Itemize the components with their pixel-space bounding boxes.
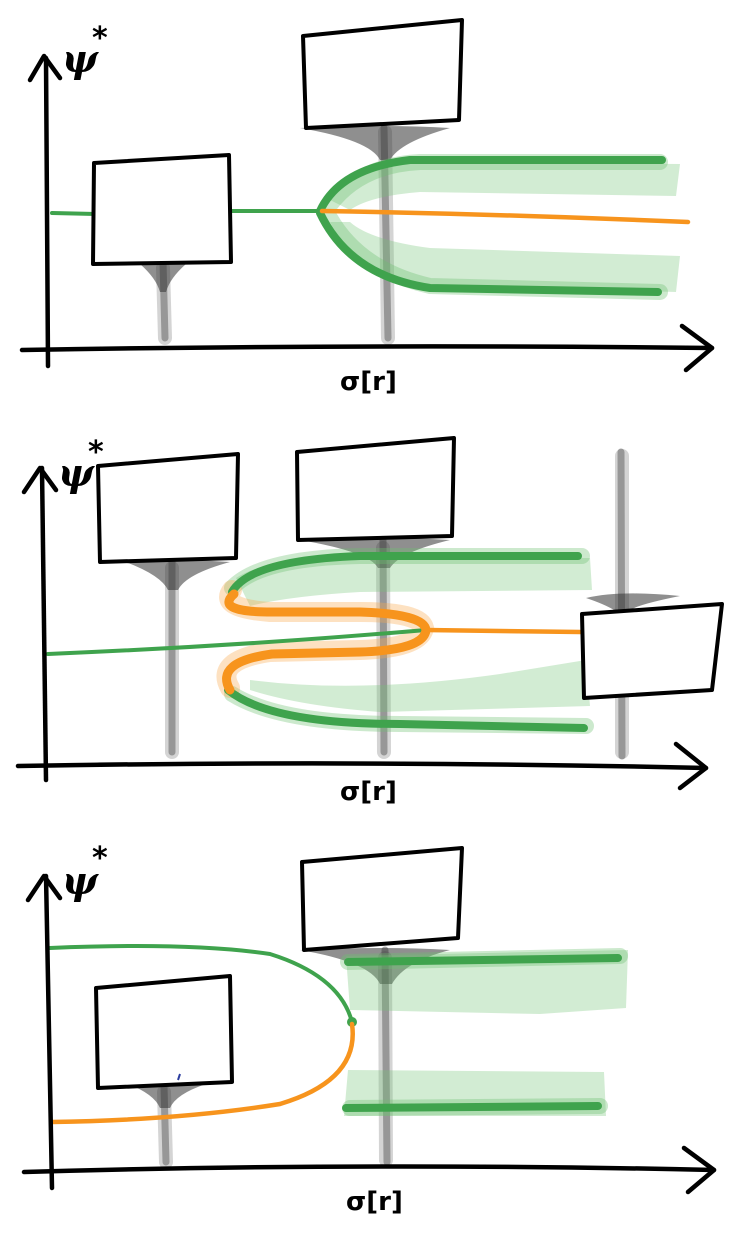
stable-branch-lower-right — [342, 1102, 602, 1112]
annotation-box — [96, 452, 240, 564]
y-axis-arrowhead — [25, 873, 63, 903]
annotation-box — [580, 602, 724, 700]
stable-branch-wash-upper — [330, 162, 680, 210]
y-axis-arrowhead — [21, 465, 59, 495]
unstable-branch — [319, 208, 691, 225]
stable-branch-wash-upper — [236, 557, 592, 606]
unstable-branch-tail — [423, 627, 583, 635]
x-axis-label: σ[r] — [340, 367, 397, 397]
stable-branch-wash-lower — [330, 222, 680, 292]
stable-branch-upper — [228, 552, 582, 596]
marker-neck — [300, 948, 450, 984]
y-axis-label-star: * — [88, 435, 104, 470]
annotation-box — [301, 18, 464, 130]
x-axis — [21, 1164, 717, 1175]
stable-branch-upper-right — [344, 954, 622, 966]
y-axis-label: ψ — [62, 858, 99, 903]
annotation-box — [94, 974, 234, 1090]
marker-stem — [381, 946, 391, 1166]
panel-top: ψ * σ[r] — [19, 18, 715, 397]
x-axis-label: σ[r] — [340, 777, 397, 807]
panel-middle: ψ * σ[r] — [15, 435, 724, 807]
marker-neck — [128, 1082, 206, 1108]
x-axis — [15, 761, 709, 771]
y-axis — [43, 873, 55, 1191]
stable-branch-flat — [46, 628, 428, 656]
annotation-box — [91, 153, 233, 266]
stable-branch-upper — [316, 156, 666, 215]
stray-mark — [177, 1073, 181, 1081]
panel-bottom: ψ * σ[r] — [21, 841, 717, 1217]
y-axis — [43, 55, 51, 369]
x-axis-arrowhead — [673, 741, 709, 791]
annotation-box — [295, 436, 456, 542]
stable-branch-wash-upper — [346, 950, 628, 1014]
y-axis — [39, 465, 49, 783]
y-axis-label: ψ — [62, 36, 99, 81]
x-axis — [19, 344, 715, 353]
y-axis-label-star: * — [92, 841, 108, 876]
marker-neck — [300, 126, 450, 160]
annotation-box — [300, 846, 464, 952]
y-axis-arrowhead — [27, 53, 63, 83]
y-axis-label-star: * — [92, 21, 108, 56]
y-axis-label: ψ — [58, 450, 95, 495]
stable-branch-lower — [316, 209, 662, 296]
stable-branch-upper — [48, 944, 354, 1024]
marker-neck — [120, 559, 230, 590]
stable-branch-left — [50, 211, 98, 216]
marker-neck — [586, 593, 680, 610]
unstable-branch — [49, 1021, 355, 1125]
marker-neck — [140, 263, 186, 292]
x-axis-arrowhead — [679, 323, 715, 373]
x-axis-arrowhead — [681, 1145, 717, 1195]
stable-branch-wash-lower — [250, 660, 590, 712]
x-axis-label: σ[r] — [346, 1187, 403, 1217]
stable-branch-lower — [224, 686, 588, 732]
